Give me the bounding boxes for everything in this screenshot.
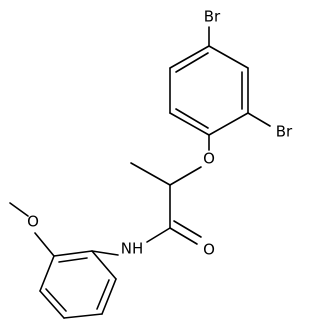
bond <box>63 313 103 319</box>
atom-br-right: Br <box>276 123 293 141</box>
dibromophenyl-ring <box>169 45 249 136</box>
bond <box>53 250 93 257</box>
atom-nh: NH <box>121 240 144 258</box>
bond-o-ch <box>169 166 202 186</box>
bond <box>39 290 65 319</box>
bond-double-inner <box>175 52 209 73</box>
bond <box>169 112 210 136</box>
atom-o-methoxy: O <box>27 213 39 231</box>
atom-o-ether: O <box>203 150 215 168</box>
bond-double-inner <box>45 288 67 312</box>
bond-ch-methyl <box>130 162 171 186</box>
bond <box>101 278 117 315</box>
bond-c-o-carbonyl <box>169 227 198 245</box>
bond-double-inner <box>175 108 209 129</box>
bond-c-br-right <box>247 112 271 127</box>
bond-o-methyl <box>9 202 29 217</box>
atom-br-top: Br <box>204 8 221 26</box>
bond-n-aryl <box>91 250 119 256</box>
bond <box>208 112 249 136</box>
bond-c-n <box>146 227 171 243</box>
bond-c-o-carbonyl-double <box>173 220 202 238</box>
bond <box>39 255 55 292</box>
atom-o-carbonyl: O <box>203 241 215 259</box>
bond <box>91 250 117 280</box>
bond <box>208 45 249 69</box>
structure-canvas: Br Br O O NH O <box>9 8 293 319</box>
bond-double-inner <box>96 279 110 310</box>
bond-double-inner <box>58 257 88 263</box>
methoxyphenyl-ring <box>39 250 117 319</box>
bond-c-o-methoxy <box>34 232 55 257</box>
molecule-diagram: Br Br O O NH O <box>9 8 293 319</box>
bond <box>169 45 210 69</box>
